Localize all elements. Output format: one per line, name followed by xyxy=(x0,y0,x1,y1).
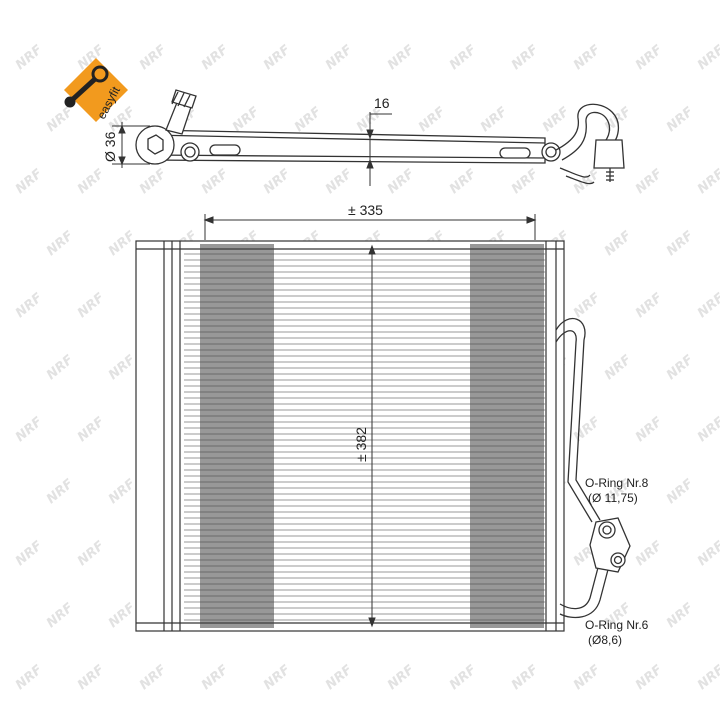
watermark-tile: NRF xyxy=(137,166,170,197)
watermark-tile: NRF xyxy=(664,228,697,259)
watermark-tile: NRF xyxy=(571,42,604,73)
watermark-tile: NRF xyxy=(106,476,139,507)
watermark-tile: NRF xyxy=(75,414,108,445)
fin-block-left xyxy=(200,244,274,628)
watermark-tile: NRF xyxy=(664,476,697,507)
watermark-tile: NRF xyxy=(695,414,720,445)
height-label: ± 382 xyxy=(353,427,369,462)
watermark-tile: NRF xyxy=(664,600,697,631)
watermark-tile: NRF xyxy=(199,42,232,73)
diameter-dimension xyxy=(112,122,150,168)
watermark-tile: NRF xyxy=(633,538,666,569)
watermark-tile: NRF xyxy=(323,42,356,73)
watermark-tile: NRF xyxy=(695,662,720,693)
watermark-tile: NRF xyxy=(75,662,108,693)
watermark-tile: NRF xyxy=(695,42,720,73)
watermark-tile: NRF xyxy=(106,352,139,383)
oring-top-label-2: (Ø 11,75) xyxy=(588,491,638,505)
watermark-tile: NRF xyxy=(478,104,511,135)
watermark-tile: NRF xyxy=(540,104,573,135)
watermark-tile: NRF xyxy=(13,290,46,321)
watermark-tile: NRF xyxy=(137,42,170,73)
watermark-tile: NRF xyxy=(199,662,232,693)
watermark-tile: NRF xyxy=(106,600,139,631)
watermark-tile: NRF xyxy=(447,166,480,197)
watermark-tile: NRF xyxy=(695,290,720,321)
watermark-tile: NRF xyxy=(13,166,46,197)
watermark-tile: NRF xyxy=(385,42,418,73)
watermark-tile: NRF xyxy=(137,662,170,693)
watermark-tile: NRF xyxy=(633,662,666,693)
watermark-tile: NRF xyxy=(571,662,604,693)
watermark-tile: NRF xyxy=(633,42,666,73)
badge-diamond-icon xyxy=(64,58,128,122)
watermark-tile: NRF xyxy=(199,166,232,197)
watermark-tile: NRF xyxy=(13,42,46,73)
diameter-label: Ø 36 xyxy=(102,131,118,162)
watermark-tile: NRF xyxy=(509,662,542,693)
oring-port-top-icon xyxy=(598,521,616,539)
wrench-icon xyxy=(64,65,109,108)
watermark-tile: NRF xyxy=(571,414,604,445)
watermark-tile: NRF xyxy=(261,662,294,693)
watermark-tile: NRF xyxy=(447,662,480,693)
watermark-tile: NRF xyxy=(602,228,635,259)
oring-bottom-label-1: O-Ring Nr.6 xyxy=(585,618,649,632)
watermark-tile: NRF xyxy=(571,166,604,197)
watermark-tile: NRF xyxy=(44,104,77,135)
side-pipe xyxy=(555,318,631,619)
width-label: ± 335 xyxy=(348,202,383,218)
top-profile-view xyxy=(135,89,625,185)
watermark-tile: NRF xyxy=(571,290,604,321)
watermark-tile: NRF xyxy=(292,104,325,135)
watermark-tile: NRF xyxy=(509,166,542,197)
watermark-tile: NRF xyxy=(695,166,720,197)
watermark-tile: NRF xyxy=(664,104,697,135)
oring-top-label-1: O-Ring Nr.8 xyxy=(585,476,649,490)
watermark-tile: NRF xyxy=(13,538,46,569)
watermark-tile: NRF xyxy=(385,662,418,693)
watermark-tile: NRF xyxy=(44,600,77,631)
oring-port-bottom-icon xyxy=(610,552,626,568)
watermark-tile: NRF xyxy=(633,290,666,321)
watermark-tile: NRF xyxy=(75,290,108,321)
watermark-tile: NRF xyxy=(44,476,77,507)
watermark-tile: NRF xyxy=(13,662,46,693)
watermark-tile: NRF xyxy=(664,352,697,383)
watermark-tile: NRF xyxy=(447,42,480,73)
watermark-tile: NRF xyxy=(13,414,46,445)
watermark-tile: NRF xyxy=(416,104,449,135)
watermark-tile: NRF xyxy=(261,166,294,197)
watermark-tile: NRF xyxy=(633,166,666,197)
watermark-tile: NRF xyxy=(75,538,108,569)
watermark-tile: NRF xyxy=(44,352,77,383)
height-dimension xyxy=(368,244,376,628)
offset-dimension xyxy=(366,112,392,186)
watermark-tile: NRF xyxy=(75,166,108,197)
watermark-tile: NRF xyxy=(509,42,542,73)
watermark-tile: NRF xyxy=(602,352,635,383)
watermark-tile: NRF xyxy=(261,42,294,73)
offset-label: 16 xyxy=(374,95,390,111)
watermark-tile: NRF xyxy=(633,414,666,445)
watermark-tile: NRF xyxy=(106,228,139,259)
watermark-tile: NRF xyxy=(695,538,720,569)
watermark-tile: NRF xyxy=(323,662,356,693)
watermark-tile: NRF xyxy=(323,166,356,197)
watermark-tile: NRF xyxy=(44,228,77,259)
watermark-tile: NRF xyxy=(385,166,418,197)
oring-bottom-label-2: (Ø8,6) xyxy=(588,633,622,647)
width-dimension xyxy=(203,214,537,240)
watermark-tile: NRF xyxy=(230,104,263,135)
fin-block-right xyxy=(470,244,544,628)
